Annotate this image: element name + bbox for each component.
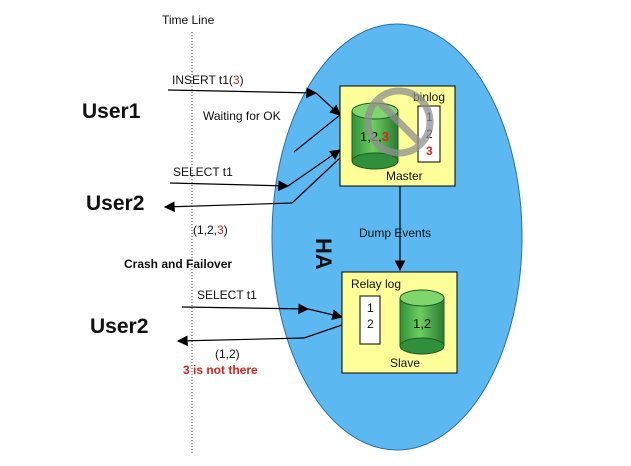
- relay-log-label: Relay log: [351, 277, 401, 291]
- slave-reply-arrow: [303, 324, 343, 339]
- dump-events-label: Dump Events: [359, 226, 431, 240]
- master-reply-arrow-2: [291, 157, 341, 204]
- ha-label: HA: [311, 238, 336, 270]
- crash-label: Crash and Failover: [124, 257, 232, 271]
- select-arrow-1-to-master: [287, 149, 341, 187]
- select-arrow-1: [169, 180, 290, 192]
- missing-message: 3 is not there: [183, 363, 258, 377]
- insert-message: INSERT t1(3): [172, 73, 244, 87]
- user2-top-label: User2: [86, 192, 144, 215]
- result-arrow-2: [176, 335, 305, 347]
- no-sign-icon: [364, 87, 434, 157]
- slave-database-icon: [399, 289, 445, 355]
- master-label: Master: [386, 169, 423, 183]
- result-message-1: (1,2,3): [193, 223, 228, 237]
- ha-ellipse: [271, 23, 523, 451]
- insert-arrow: [167, 87, 318, 99]
- slave-label: Slave: [390, 356, 420, 370]
- select-arrow-2-to-slave: [307, 308, 344, 321]
- relay-entry-2: 2: [367, 317, 374, 331]
- master-reply-arrow: [293, 114, 341, 153]
- insert-arrow-to-master: [315, 92, 341, 116]
- result-message-2: (1,2): [215, 347, 240, 361]
- relay-log-box: [359, 295, 381, 345]
- binlog-entry-3: 3: [426, 144, 433, 158]
- select-message-2: SELECT t1: [197, 288, 257, 302]
- slave-db-label: 1,2: [413, 316, 431, 331]
- relay-entry-1: 1: [367, 301, 374, 315]
- user2-bottom-label: User2: [90, 315, 148, 338]
- select-message-1: SELECT t1: [173, 165, 233, 179]
- user1-label: User1: [82, 100, 141, 123]
- select-arrow-2: [181, 303, 310, 315]
- timeline-label: Time Line: [162, 13, 215, 27]
- result-arrow-1: [163, 201, 293, 213]
- waiting-message: Waiting for OK: [203, 109, 281, 123]
